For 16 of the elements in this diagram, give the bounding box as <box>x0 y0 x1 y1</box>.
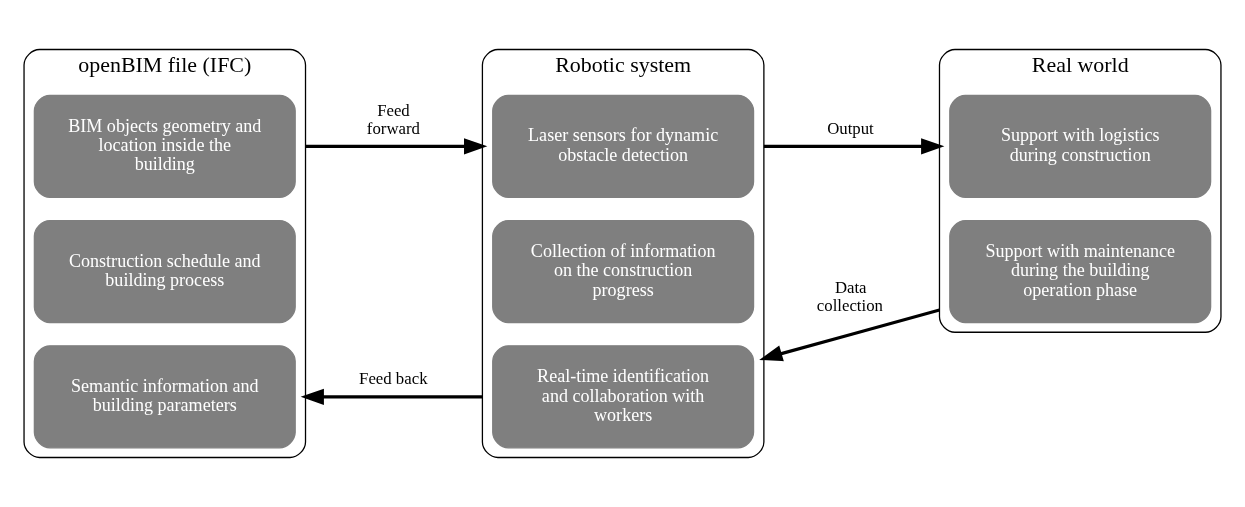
node-box: Collection of information on the construction progress <box>492 219 755 324</box>
node-box: Semantic information and building parameters <box>33 345 296 449</box>
arrow <box>759 308 940 362</box>
node-box: Construction schedule and building process <box>33 219 296 324</box>
edge-label: Feed forward <box>366 100 420 138</box>
edge-label: Data collection <box>816 277 883 315</box>
node-box: Laser sensors for dynamic obstacle detection <box>492 94 755 198</box>
edge-label: Feed back <box>359 369 428 389</box>
node-box: Support with maintenance during the building operation phase <box>949 219 1212 324</box>
arrow <box>305 138 488 155</box>
node-box: Support with logistics during construction <box>949 94 1212 198</box>
edge-label: Output <box>827 118 874 138</box>
node-box: BIM objects geometry and location inside the building <box>33 94 296 198</box>
arrow <box>300 388 483 405</box>
node-box: Real-time identification and collaboration with workers <box>492 345 755 449</box>
arrow <box>763 138 945 155</box>
